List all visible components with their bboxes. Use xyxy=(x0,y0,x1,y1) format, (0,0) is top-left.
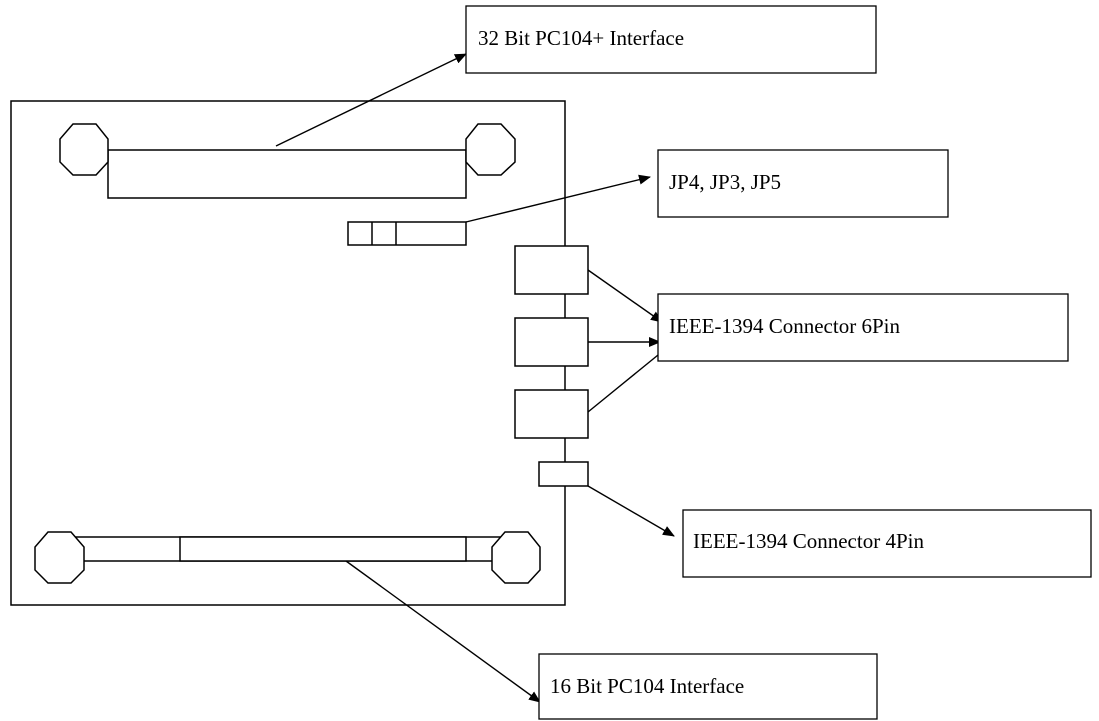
ieee-6pin-connector-3 xyxy=(514,389,589,439)
jumper-block xyxy=(347,221,467,246)
label-pc104: 16 Bit PC104 Interface xyxy=(538,653,878,720)
label-ieee-4pin-text: IEEE-1394 Connector 4Pin xyxy=(693,529,924,553)
label-ieee-4pin: IEEE-1394 Connector 4Pin xyxy=(682,509,1092,578)
mounting-hole-top-left xyxy=(59,123,109,176)
ieee-4pin-connector xyxy=(538,461,589,487)
arrow-ieee-4pin xyxy=(587,485,675,537)
mounting-hole-bottom-left xyxy=(34,531,85,584)
arrow-pc104 xyxy=(345,560,541,703)
pc104-connector xyxy=(34,531,541,584)
label-jumpers-text: JP4, JP3, JP5 xyxy=(669,170,781,194)
ieee-6pin-connector-2 xyxy=(514,317,589,367)
mounting-hole-top-right xyxy=(465,123,516,176)
label-pc104-text: 16 Bit PC104 Interface xyxy=(550,674,744,698)
label-pc104-plus-text: 32 Bit PC104+ Interface xyxy=(478,26,684,50)
arrow-pc104-plus xyxy=(275,53,467,147)
arrow-jumpers xyxy=(465,174,651,223)
mounting-hole-bottom-right xyxy=(491,531,541,584)
pc104-connector-body xyxy=(179,536,467,562)
label-ieee-6pin: IEEE-1394 Connector 6Pin xyxy=(657,293,1069,362)
label-pc104-plus: 32 Bit PC104+ Interface xyxy=(465,5,877,74)
ieee-6pin-connector-1 xyxy=(514,245,589,295)
label-ieee-6pin-text: IEEE-1394 Connector 6Pin xyxy=(669,314,900,338)
jumper-block-body xyxy=(347,221,467,246)
pc104-plus-connector-body xyxy=(107,149,467,199)
label-jumpers: JP4, JP3, JP5 xyxy=(657,149,949,218)
arrow-ieee-6pin-1 xyxy=(587,269,663,323)
pc104-plus-connector xyxy=(59,123,516,199)
